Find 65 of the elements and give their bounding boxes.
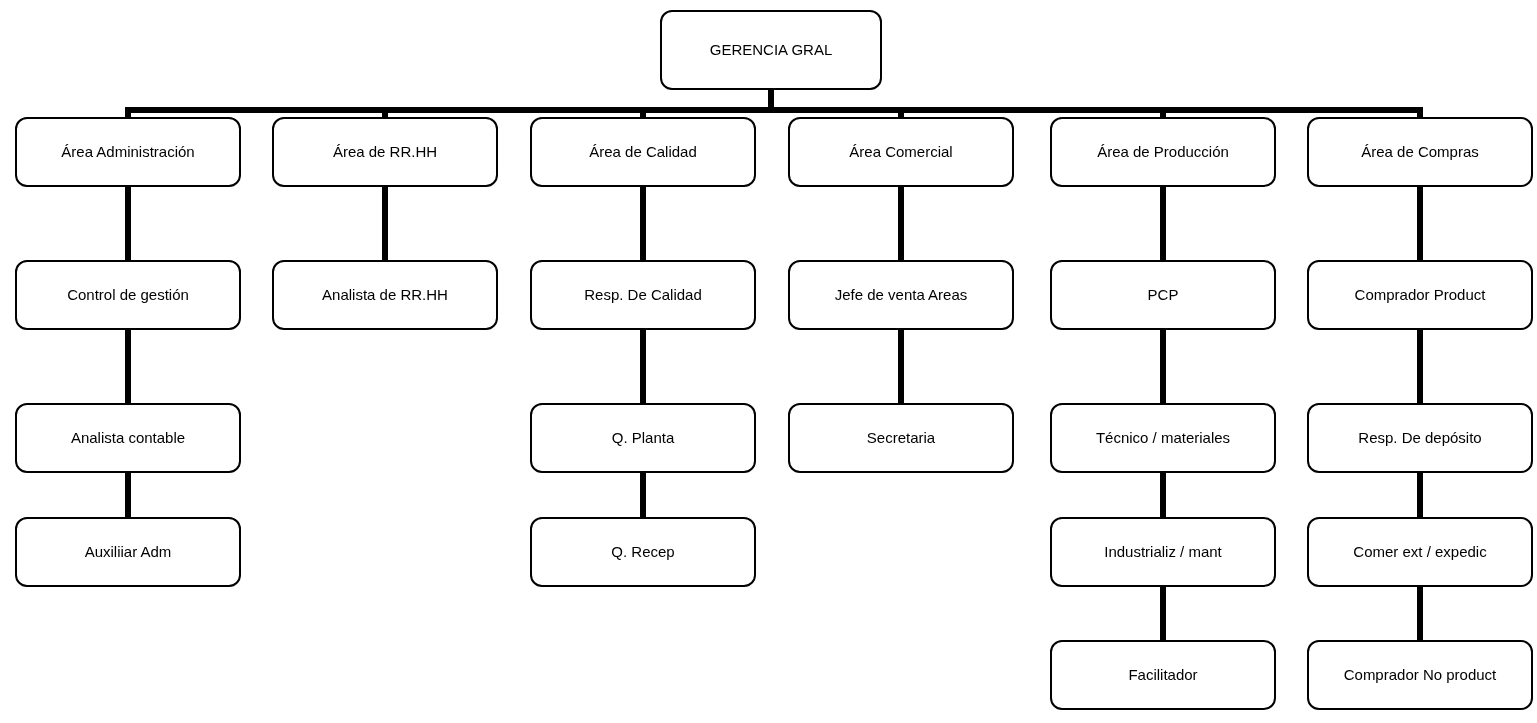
box-label: Comprador No product (1343, 664, 1497, 685)
box-label: Jefe de venta Areas (834, 284, 968, 305)
connector-line (898, 330, 904, 403)
box-label: Resp. De Calidad (584, 284, 702, 305)
org-box (530, 117, 756, 187)
box-label: GERENCIA GRAL (709, 39, 833, 60)
connector-line (898, 187, 904, 260)
box-label: Control de gestión (67, 284, 189, 305)
org-box (1050, 260, 1276, 330)
org-box (1307, 517, 1533, 587)
connector-line (1417, 187, 1423, 260)
org-box (15, 260, 241, 330)
connector-line (1160, 187, 1166, 260)
box-label: Comer ext / expedic (1353, 541, 1487, 562)
box-label: Auxiliiar Adm (84, 541, 172, 562)
box-label: PCP (1147, 284, 1179, 305)
org-box (272, 117, 498, 187)
box-label: Q. Planta (611, 427, 675, 448)
box-label: Resp. De depósito (1358, 427, 1482, 448)
box-label: Analista de RR.HH (322, 284, 448, 305)
box-label: Q. Recep (611, 541, 675, 562)
connector-line (1417, 587, 1423, 640)
box-label: Área Comercial (849, 141, 953, 162)
org-box (788, 117, 1014, 187)
box-label: Área Administración (61, 141, 195, 162)
box-label: Facilitador (1128, 664, 1198, 685)
org-box (530, 403, 756, 473)
connector-line (382, 187, 388, 260)
connector-line (1160, 473, 1166, 517)
org-box (788, 260, 1014, 330)
org-box (660, 10, 882, 90)
org-box (530, 517, 756, 587)
connector-line (640, 330, 646, 403)
org-box (15, 117, 241, 187)
org-box (1307, 640, 1533, 710)
org-box (272, 260, 498, 330)
org-box (1307, 403, 1533, 473)
org-box (1307, 117, 1533, 187)
connector-line (125, 330, 131, 403)
box-label: Área de Calidad (589, 141, 697, 162)
org-box (530, 260, 756, 330)
connector-line (1417, 330, 1423, 403)
box-label: Área de RR.HH (332, 141, 438, 162)
box-label: Industrializ / mant (1104, 541, 1222, 562)
connector-line (1160, 330, 1166, 403)
connector-line (125, 187, 131, 260)
connector-line (1417, 473, 1423, 517)
org-box (1050, 117, 1276, 187)
box-label: Secretaria (866, 427, 936, 448)
org-box (788, 403, 1014, 473)
box-label: Área de Compras (1361, 141, 1479, 162)
org-box (1050, 640, 1276, 710)
org-box (1050, 517, 1276, 587)
connector-line (125, 473, 131, 517)
box-label: Comprador Product (1354, 284, 1486, 305)
connector-line (640, 473, 646, 517)
box-label: Analista contable (70, 427, 186, 448)
box-label: Área de Producción (1097, 141, 1229, 162)
box-label: Técnico / materiales (1095, 427, 1231, 448)
org-box (15, 403, 241, 473)
connector-line (1160, 587, 1166, 640)
org-box (15, 517, 241, 587)
org-box (1307, 260, 1533, 330)
connector-line (640, 187, 646, 260)
org-box (1050, 403, 1276, 473)
